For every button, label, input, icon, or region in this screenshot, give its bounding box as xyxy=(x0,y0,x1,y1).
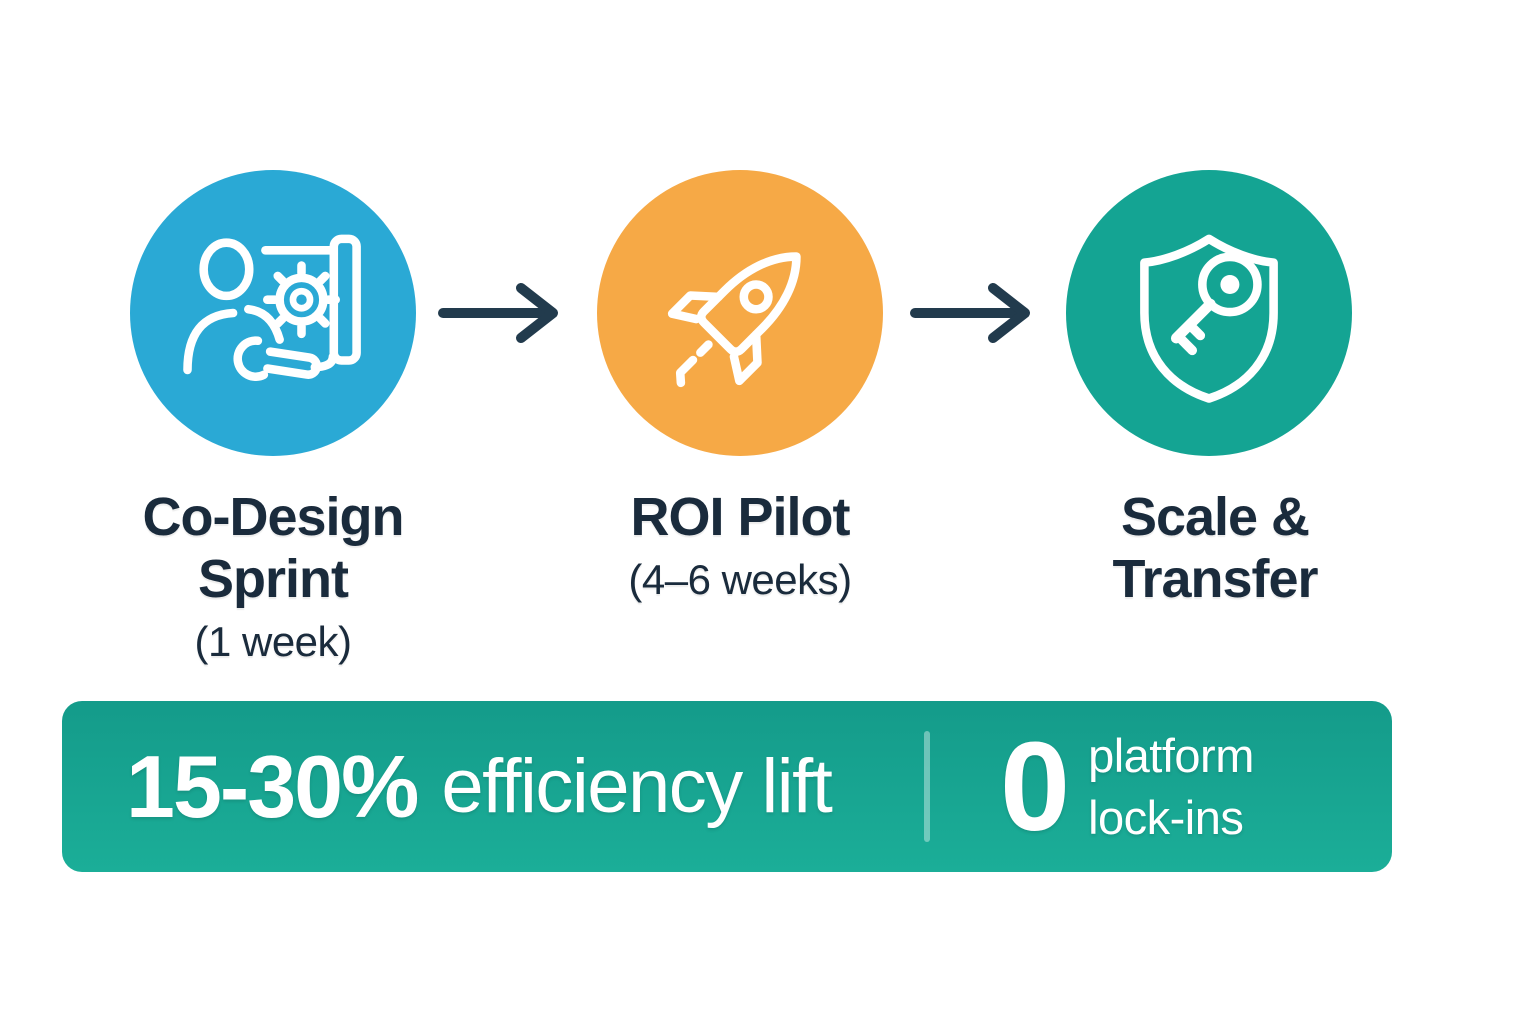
efficiency-label: efficiency lift xyxy=(441,744,833,829)
step-title: Co-Design xyxy=(142,487,405,547)
stats-banner: 15-30% efficiency lift 0 platform lock-i… xyxy=(62,701,1392,872)
person-gear-wrench-icon xyxy=(183,234,361,381)
lockin-label-line: platform xyxy=(1088,728,1254,782)
step-title: Sprint xyxy=(198,549,349,609)
arrow-right-icon xyxy=(910,283,1030,343)
arrow-right-icon xyxy=(438,283,558,343)
roi-pilot-circle xyxy=(597,170,883,456)
shield-key-icon xyxy=(1140,234,1278,403)
banner-divider xyxy=(924,731,930,842)
lockin-label-line: lock-ins xyxy=(1088,790,1244,844)
step-title: ROI Pilot xyxy=(630,487,851,547)
step-scale-transfer-label: Scale & Transfer xyxy=(1029,486,1401,610)
efficiency-stat: 15-30% efficiency lift xyxy=(62,736,862,838)
lockin-stat: 0 platform lock-ins xyxy=(1000,701,1254,872)
step-duration: (1 week) xyxy=(194,618,352,665)
step-roi-pilot-label: ROI Pilot (4–6 weeks) xyxy=(554,486,926,605)
step-title: Transfer xyxy=(1112,549,1318,609)
lockin-label: platform lock-ins xyxy=(1088,725,1254,849)
scale-transfer-circle xyxy=(1066,170,1352,456)
rocket-icon xyxy=(667,252,801,388)
step-duration: (4–6 weeks) xyxy=(628,556,852,603)
codesign-circle xyxy=(130,170,416,456)
lockin-value: 0 xyxy=(1000,715,1071,857)
step-codesign-label: Co-Design Sprint (1 week) xyxy=(87,486,459,667)
step-title: Scale & xyxy=(1120,487,1310,547)
efficiency-value: 15-30% xyxy=(126,736,419,836)
